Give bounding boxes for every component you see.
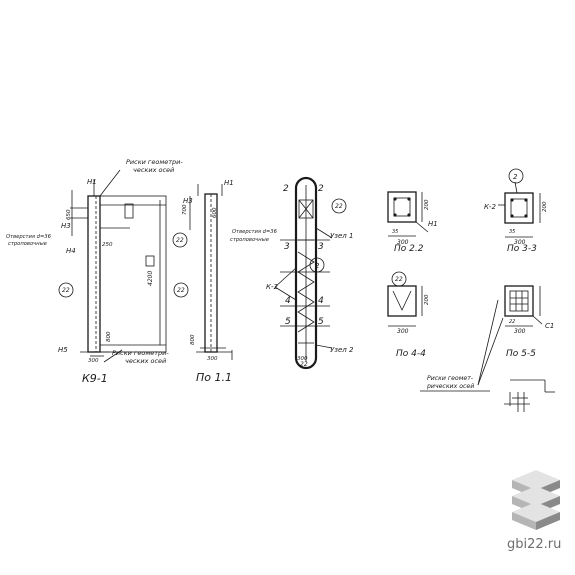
- dim-300-d: 300: [514, 239, 526, 246]
- dim-35-a: 35: [392, 229, 398, 235]
- dim-300-c: 300: [397, 239, 409, 246]
- dim-200-c: 200: [542, 201, 548, 212]
- label-22-a: 22: [62, 287, 70, 294]
- dim-22: 22: [509, 319, 515, 325]
- label-2-a: 2: [283, 184, 289, 194]
- title-p33: По 3-3: [507, 244, 537, 254]
- dim-300-cage: 300: [297, 356, 308, 362]
- axis-marks-detail: [420, 299, 555, 412]
- label-axis-marks-right: Риски геомет-: [427, 375, 473, 382]
- title-p11: По 1.1: [196, 371, 232, 384]
- dim-800-a: 800: [106, 331, 112, 342]
- label-axis-marks-top-2: ческих осей: [133, 166, 174, 174]
- label-3-a: 3: [284, 242, 290, 252]
- label-h3-b: Н3: [183, 197, 193, 205]
- label-22-b: 22: [176, 237, 184, 244]
- label-22-c: 22: [177, 287, 185, 294]
- callout-circles: [58, 168, 524, 298]
- dim-600: 600: [212, 207, 218, 218]
- label-opening-left: Отверстия d=36: [6, 234, 52, 240]
- label-h1-b: Н1: [224, 179, 234, 187]
- label-axis-marks-bottom-2: ческих осей: [125, 357, 166, 365]
- section-p33: [498, 181, 541, 238]
- label-2-b: 2: [318, 184, 324, 194]
- title-p55: По 5-5: [506, 349, 536, 359]
- label-opening-mid-2: строповочные: [230, 237, 269, 243]
- label-4-a: 4: [285, 296, 291, 306]
- label-2-d: 2: [513, 173, 518, 181]
- label-2-c: 2: [315, 262, 320, 270]
- label-22-d: 22: [335, 203, 343, 210]
- label-h3-a: Н3: [61, 222, 71, 230]
- column-p11-section: [189, 184, 233, 360]
- label-axis-marks-top: Риски геометри-: [126, 158, 183, 166]
- dim-300-b: 300: [207, 356, 218, 362]
- reinforcement-cage: [274, 176, 333, 370]
- label-h5: Н5: [58, 346, 68, 354]
- dim-300-a: 300: [88, 358, 99, 364]
- label-k2-b: К-2: [484, 203, 496, 211]
- dim-35-b: 35: [509, 229, 515, 235]
- label-opening-mid: Отверстия d=36: [232, 229, 278, 235]
- dim-300-f: 300: [514, 328, 526, 335]
- label-3-b: 3: [318, 242, 324, 252]
- label-axis-marks-right-2: рических осей: [426, 383, 474, 390]
- label-h4: Н4: [66, 247, 76, 255]
- dim-300-e: 300: [397, 328, 409, 335]
- dim-250: 250: [102, 242, 113, 248]
- title-p22: По 2.2: [394, 244, 424, 254]
- dim-4200: 4200: [147, 271, 154, 286]
- label-axis-marks-bottom: Риски геометри-: [112, 349, 169, 357]
- column-k91-elevation: [70, 169, 167, 363]
- dim-200-b: 200: [424, 294, 430, 305]
- label-knot-2: Узел 2: [330, 346, 354, 354]
- label-4-b: 4: [318, 296, 324, 306]
- label-h1-c: Н1: [428, 220, 438, 228]
- label-k2-a: К-2: [266, 283, 278, 291]
- label-c1: С1: [545, 322, 554, 330]
- label-22-e: 22: [395, 276, 403, 283]
- text-labels: Риски геометри- ческих осей Риски геомет…: [6, 158, 554, 390]
- dim-800-b: 800: [190, 334, 196, 345]
- label-5-a: 5: [285, 317, 291, 327]
- label-5-b: 5: [318, 317, 324, 327]
- dim-650: 650: [66, 209, 72, 220]
- section-p22: [387, 191, 429, 237]
- section-p44: [387, 285, 423, 327]
- dim-700: 700: [182, 204, 188, 215]
- title-p44: По 4-4: [396, 349, 426, 359]
- title-k91: К9-1: [82, 372, 108, 385]
- watermark-text: gbi22.ru: [507, 537, 562, 552]
- section-p55: [504, 285, 543, 327]
- label-h1-a: Н1: [87, 178, 97, 186]
- label-knot-1: Узел 1: [330, 232, 353, 240]
- gbi22-logo-icon: [512, 470, 560, 530]
- label-opening-left-2: строповочные: [8, 241, 47, 247]
- label-22-f: 22: [300, 361, 308, 368]
- dim-200-a: 200: [424, 199, 430, 210]
